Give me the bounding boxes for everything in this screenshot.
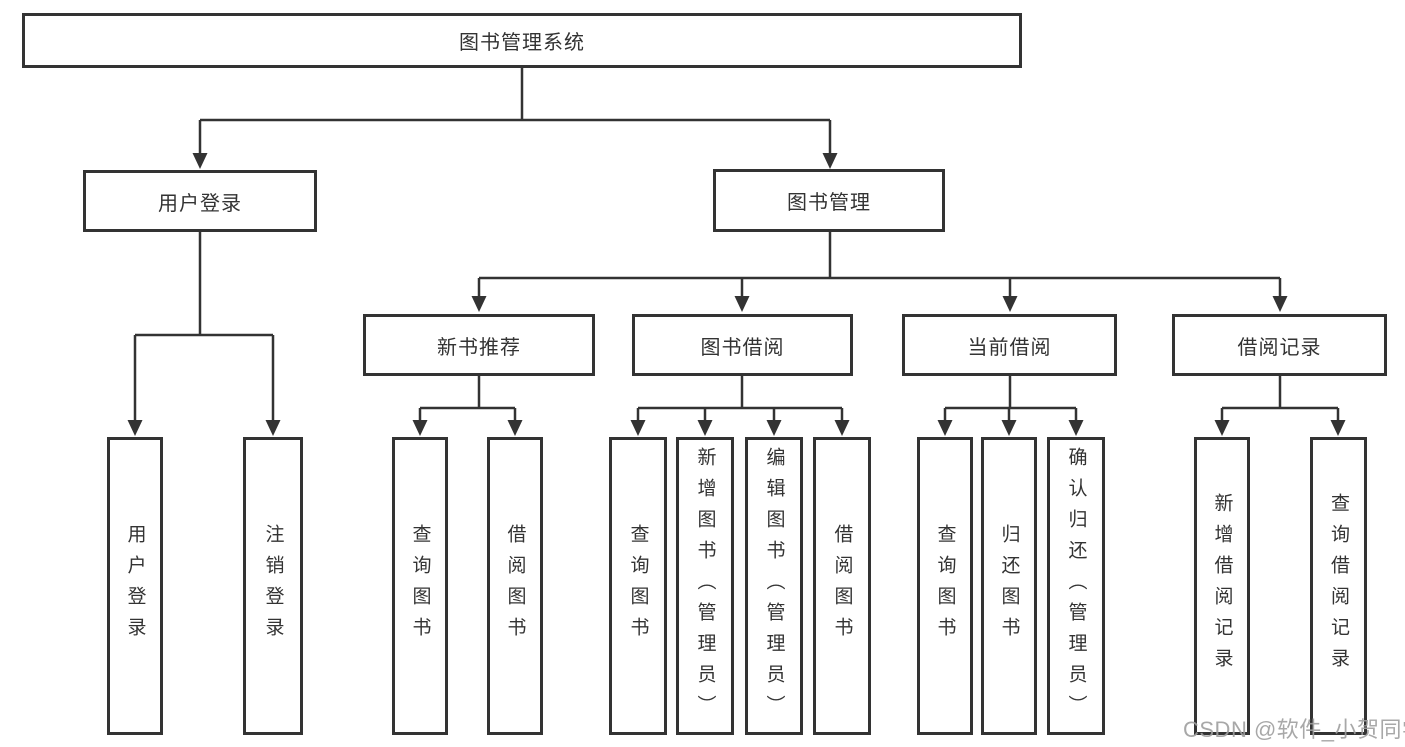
leaf-logout: 注销登录 [243,437,303,735]
leaf-query-book-recommend: 查询图书 [392,437,448,735]
leaf-query-book-borrow: 查询图书 [609,437,667,735]
leaf-user-login: 用户登录 [107,437,163,735]
csdn-watermark: CSDN @软件_小贺同学 [1183,717,1405,742]
node-current-borrow: 当前借阅 [902,314,1117,376]
leaf-add-borrow-record-label: 新增借阅记录 [1211,493,1233,679]
leaf-add-borrow-record: 新增借阅记录 [1194,437,1250,735]
leaf-confirm-return-admin-label: 确认归还（管理员） [1065,446,1087,726]
leaf-return-book: 归还图书 [981,437,1037,735]
leaf-confirm-return-admin: 确认归还（管理员） [1047,437,1105,735]
leaf-edit-book-admin: 编辑图书（管理员） [745,437,803,735]
leaf-query-borrow-record: 查询借阅记录 [1310,437,1367,735]
node-book-management: 图书管理 [713,169,945,232]
leaf-logout-label: 注销登录 [262,524,284,648]
leaf-query-book-current: 查询图书 [917,437,973,735]
leaf-query-book-borrow-label: 查询图书 [627,524,649,648]
leaf-query-book-recommend-label: 查询图书 [409,524,431,648]
node-book-borrow: 图书借阅 [632,314,853,376]
leaf-edit-book-admin-label: 编辑图书（管理员） [763,446,785,726]
leaf-borrow-book-borrow-label: 借阅图书 [831,524,853,648]
node-user-login: 用户登录 [83,170,317,232]
arrowheads [127,153,1346,436]
node-borrow-records: 借阅记录 [1172,314,1387,376]
node-root: 图书管理系统 [22,13,1022,68]
leaf-add-book-admin: 新增图书（管理员） [676,437,734,735]
leaf-borrow-book-recommend: 借阅图书 [487,437,543,735]
node-new-book-recommend: 新书推荐 [363,314,595,376]
leaf-borrow-book-borrow: 借阅图书 [813,437,871,735]
leaf-query-book-current-label: 查询图书 [934,524,956,648]
leaf-borrow-book-recommend-label: 借阅图书 [504,524,526,648]
leaf-add-book-admin-label: 新增图书（管理员） [694,446,716,726]
leaf-query-borrow-record-label: 查询借阅记录 [1328,493,1349,679]
leaf-return-book-label: 归还图书 [998,524,1020,648]
leaf-user-login-label: 用户登录 [124,524,146,648]
